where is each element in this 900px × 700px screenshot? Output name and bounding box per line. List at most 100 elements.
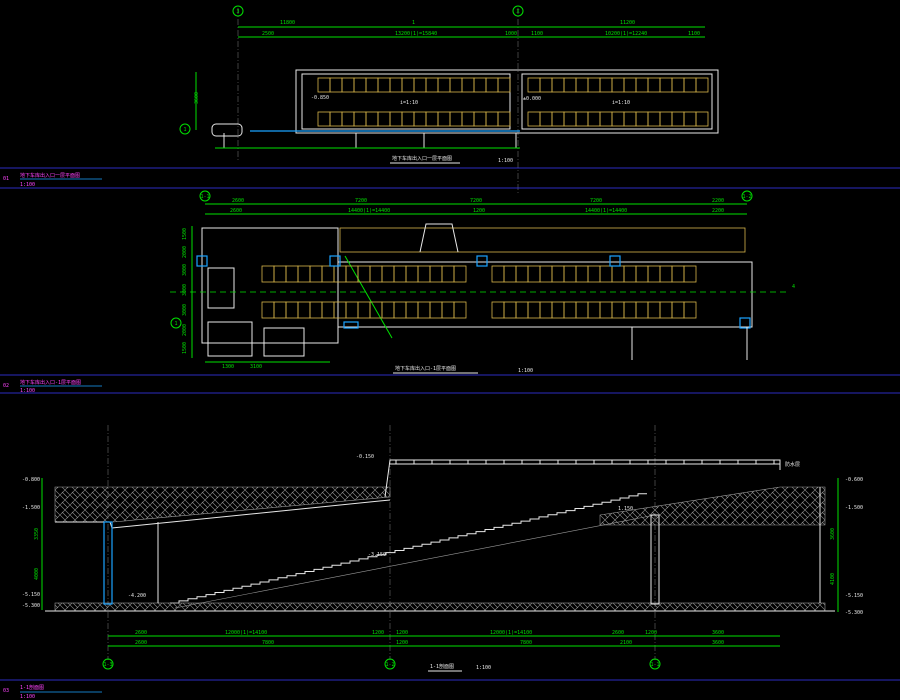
parking-stall	[497, 111, 511, 127]
column	[343, 321, 359, 329]
parking-stalls-lower	[261, 265, 697, 319]
parking-stall	[623, 301, 637, 319]
parking-stall	[551, 265, 565, 283]
dim-text: 7200	[590, 198, 602, 204]
dim-text: 1200	[645, 630, 657, 636]
parking-stall	[647, 111, 661, 127]
left-dimension-texts: 1500 2000 3000 3000 3000 2000 1500	[182, 228, 188, 354]
dim-text: 1500	[182, 342, 188, 354]
elevation-label: -1.500	[845, 505, 863, 511]
building-outline	[295, 69, 719, 134]
parking-stall	[297, 265, 311, 283]
axis-bubble-3	[232, 5, 244, 17]
section-caption: 1-1剖面图	[430, 663, 454, 670]
section-scale: 1:100	[476, 665, 491, 671]
column-left	[103, 521, 113, 605]
ramp-underside	[174, 514, 656, 609]
parking-stall	[441, 301, 455, 319]
dim-text: 2500	[262, 31, 274, 37]
parking-stall	[527, 77, 541, 93]
door-room	[207, 267, 235, 309]
parking-stall	[599, 77, 613, 93]
dim-text: 1200	[396, 630, 408, 636]
sheet-scale: 1:100	[20, 388, 35, 394]
axis-bubble-1-1	[649, 658, 661, 670]
parking-stall	[273, 301, 287, 319]
dim-text: 13200(1)=15840	[395, 31, 437, 37]
parking-stall	[285, 301, 299, 319]
dim-text: 12000(1)=14100	[225, 630, 267, 636]
inner-wall-left	[301, 73, 511, 130]
parking-stall	[333, 265, 347, 283]
dim-text-side: 3600	[194, 92, 200, 104]
plan-upper: 3 X 1 11800 1 11200 2500 13200(1)=15840 …	[179, 5, 719, 195]
parking-stall	[381, 301, 395, 319]
parking-stall	[671, 265, 685, 283]
parking-stall	[417, 265, 431, 283]
parking-stall	[309, 265, 323, 283]
parking-stall	[659, 265, 673, 283]
axis-bubble-1-1	[199, 190, 211, 202]
dim-text: 3000	[182, 264, 188, 276]
dim-text: 7800	[520, 640, 532, 646]
axis-label-4: 4	[792, 284, 795, 290]
parking-stall	[599, 265, 613, 283]
column	[609, 255, 621, 267]
parking-stall	[389, 111, 403, 127]
dim-text: 3600	[830, 528, 836, 540]
parking-stall	[425, 77, 439, 93]
parking-stall	[635, 265, 649, 283]
parking-stall	[575, 265, 589, 283]
ramp-label: i=1:10	[612, 100, 630, 106]
parking-stall	[429, 301, 443, 319]
parking-stall	[587, 301, 601, 319]
dim-text: 2600	[612, 630, 624, 636]
canopy-ticks	[395, 460, 775, 464]
dim-text: 1500	[182, 228, 188, 240]
footing	[423, 133, 517, 149]
dim-text: 1	[412, 20, 415, 26]
parking-stall	[341, 77, 355, 93]
parking-stall	[539, 111, 553, 127]
parking-stall	[437, 111, 451, 127]
parking-stall	[563, 265, 577, 283]
dim-text: 7200	[355, 198, 367, 204]
parking-stall	[473, 77, 487, 93]
parking-stall	[671, 77, 685, 93]
elevation-label: ±0.000	[523, 96, 541, 102]
dim-text: 7800	[262, 640, 274, 646]
parking-stall	[611, 301, 625, 319]
dim-text: 2100	[620, 640, 632, 646]
elevation-label: -1.500	[22, 505, 40, 511]
parking-stall	[449, 111, 463, 127]
dim-text: 2600	[232, 198, 244, 204]
parking-stall	[515, 265, 529, 283]
parking-stall	[449, 77, 463, 93]
level-label: -0.150	[356, 454, 374, 460]
level-label: -3.150	[368, 552, 386, 558]
dim-text: 2200	[712, 198, 724, 204]
parking-stall	[453, 301, 467, 319]
ramp-label: i=1:10	[400, 100, 418, 106]
stair-stub	[419, 223, 459, 253]
parking-stall	[321, 301, 335, 319]
parking-stall	[393, 301, 407, 319]
parking-stall	[317, 111, 331, 127]
parking-stall	[575, 77, 589, 93]
ramp-step-line	[170, 493, 647, 604]
parking-stall	[321, 265, 335, 283]
parking-stall	[527, 301, 541, 319]
parking-stall	[497, 77, 511, 93]
parking-stall	[261, 265, 275, 283]
parking-stall	[659, 111, 673, 127]
parking-stall	[623, 265, 637, 283]
parking-stall	[461, 111, 475, 127]
parking-stall	[647, 301, 661, 319]
dim-text: 7200	[470, 198, 482, 204]
sheet-scale: 1:100	[20, 182, 35, 188]
parking-stall	[503, 265, 517, 283]
parking-stall	[623, 111, 637, 127]
axis-label-3: 3	[236, 9, 239, 15]
parking-stall	[539, 301, 553, 319]
